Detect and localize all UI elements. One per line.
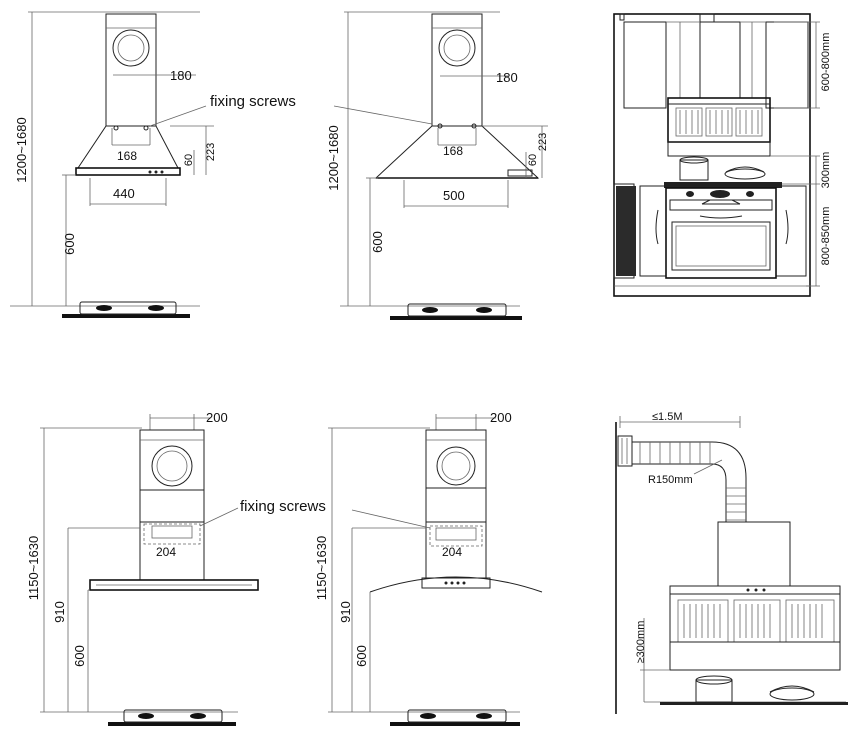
canopy-height-label: 223	[537, 133, 549, 151]
hood-width-label: 500	[443, 188, 465, 203]
bracket-width-label: 204	[156, 545, 176, 559]
total-height-label: 1200~1680	[326, 125, 341, 190]
chimney-width-label: 180	[170, 68, 192, 83]
total-height-label: 1150~1630	[314, 536, 329, 600]
cooktop-height-label: 600	[354, 645, 369, 667]
panel-f-duct-installation: ≤1.5M R150mm ≥300mm	[615, 411, 848, 714]
hood-height-label: 910	[52, 601, 67, 623]
cooktop-height-label: 600	[72, 645, 87, 667]
panel-c-kitchen-elevation: 600-800mm 300mm 800-850mm	[613, 13, 832, 297]
hood-width-label: 440	[113, 186, 135, 201]
total-height-label: 1150~1630	[26, 536, 41, 600]
rim-height-label: 60	[527, 154, 539, 166]
fixing-screws-label: fixing screws	[240, 498, 326, 515]
total-height-label: 1200~1680	[14, 117, 29, 182]
rim-height-label: 60	[183, 154, 195, 166]
cooktop-height-label: 600	[62, 233, 77, 255]
bracket-width-label: 204	[442, 545, 462, 559]
duct-radius-label: R150mm	[648, 474, 693, 486]
panel-b-canopy-hood: 180 168 223 60 500 1200~1680 600	[326, 11, 549, 320]
chimney-width-label: 200	[490, 410, 512, 425]
bracket-width-label: 168	[117, 149, 137, 163]
panel-a-pyramid-hood: 180 168 fixing screws 223 60 440 1200~16…	[10, 11, 296, 318]
min-clearance-label: ≥300mm	[635, 621, 647, 664]
panel-e-curved-hood: 200 204 1150~1630 910 600	[314, 410, 543, 726]
counter-height-label: 800-850mm	[820, 207, 832, 266]
bracket-width-label: 168	[443, 144, 463, 158]
fixing-screws-label: fixing screws	[210, 93, 296, 110]
hood-clearance-label: 300mm	[820, 152, 832, 189]
chimney-width-label: 180	[496, 70, 518, 85]
hood-height-label: 910	[338, 601, 353, 623]
panel-d-flat-hood: 200 204 fixing screws 1150~1630 910 600	[26, 410, 326, 726]
canopy-height-label: 223	[205, 143, 217, 161]
chimney-width-label: 200	[206, 410, 228, 425]
cooktop-height-label: 600	[370, 231, 385, 253]
duct-length-label: ≤1.5M	[652, 411, 683, 423]
upper-cabinet-height-label: 600-800mm	[820, 33, 832, 92]
